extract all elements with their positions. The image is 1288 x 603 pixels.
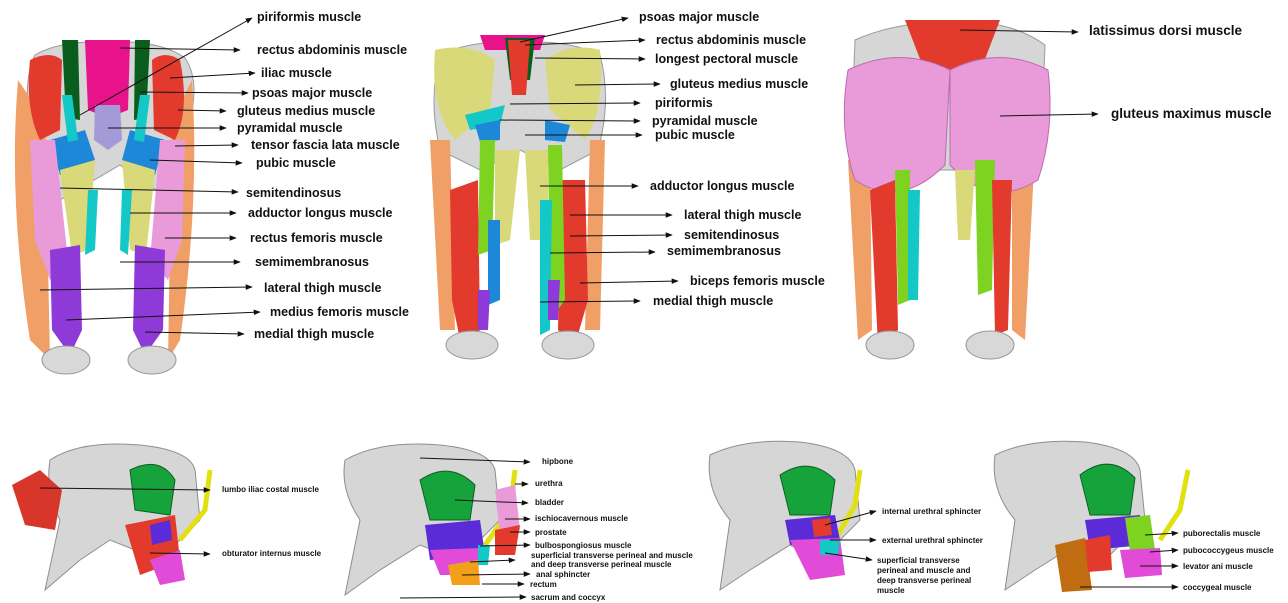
- label-latissimus-dorsi-muscle: latissimus dorsi muscle: [1089, 23, 1242, 38]
- red-7: [1085, 535, 1112, 572]
- label-biceps-femoris-muscle: biceps femoris muscle: [690, 274, 825, 288]
- label-pyramidal-muscle: pyramidal muscle: [237, 121, 343, 135]
- left-purple-muscle: [50, 245, 82, 355]
- panel6-illustration: [709, 441, 860, 590]
- label-piriformis-muscle: piriformis muscle: [257, 10, 361, 24]
- label-adductor-longus-muscle-2: adductor longus muscle: [650, 179, 794, 193]
- right-purple-2: [548, 280, 560, 320]
- label-medial-thigh-muscle-2: medial thigh muscle: [653, 294, 773, 308]
- label-rectus-abdominis-muscle: rectus abdominis muscle: [257, 43, 407, 57]
- label-iliac-muscle: iliac muscle: [261, 66, 332, 80]
- label-lateral-thigh-muscle-2: lateral thigh muscle: [684, 208, 801, 222]
- left-red-thigh-3: [870, 180, 898, 345]
- label-psoas-major-muscle: psoas major muscle: [252, 86, 372, 100]
- label-pubic-muscle: pubic muscle: [256, 156, 336, 170]
- label-gluteus-medius-muscle: gluteus medius muscle: [237, 104, 375, 118]
- label-rectus-femoris-muscle: rectus femoris muscle: [250, 231, 383, 245]
- label-puborectalis-muscle: puborectalis muscle: [1183, 529, 1260, 538]
- panel7-illustration: [994, 441, 1188, 592]
- left-cyan-3: [908, 190, 920, 300]
- label-superficial-transverse-perineal: superficial transverse perineal and musc…: [531, 551, 693, 560]
- label-anal-sphincter: anal sphincter: [536, 570, 590, 579]
- right-red-3: [992, 180, 1012, 335]
- label-semitendinosus: semitendinosus: [246, 186, 341, 200]
- label-urethra: urethra: [535, 479, 563, 488]
- left-knee: [42, 346, 90, 374]
- bladder-5: [420, 471, 475, 520]
- panel1-illustration: [15, 40, 194, 374]
- label-deep-transverse-perineal: and deep transverse perineal muscle: [531, 560, 672, 569]
- label-medius-femoris-muscle: medius femoris muscle: [270, 305, 409, 319]
- label-levator-ani-muscle: levator ani muscle: [1183, 562, 1253, 571]
- panel4-illustration: [12, 444, 210, 590]
- label-coccygeal-muscle: coccygeal muscle: [1183, 583, 1251, 592]
- red-6: [812, 518, 832, 537]
- label-sacrum-and-coccyx: sacrum and coccyx: [531, 593, 605, 602]
- label-bladder: bladder: [535, 498, 564, 507]
- label-gluteus-maximus-muscle: gluteus maximus muscle: [1111, 106, 1272, 121]
- label-internal-urethral-sphincter: internal urethral sphincter: [882, 507, 981, 516]
- label-external-urethral-sphincter: external urethral sphincter: [882, 536, 983, 545]
- label-hipbone: hipbone: [542, 457, 573, 466]
- label-ischiocavernous-muscle: ischiocavernous muscle: [535, 514, 628, 523]
- label-rectus-abdominis-muscle-2: rectus abdominis muscle: [656, 33, 806, 47]
- label-bulbospongiosus-muscle: bulbospongiosus muscle: [535, 541, 631, 550]
- panel5-illustration: [344, 444, 520, 595]
- right-knee-2: [542, 331, 594, 359]
- right-red-muscle: [152, 55, 184, 140]
- label-lumbo-iliac-costal-muscle: lumbo iliac costal muscle: [222, 485, 319, 494]
- label-obturator-internus-muscle: obturator internus muscle: [222, 549, 321, 558]
- label-pubococcygeus-muscle: pubococcygeus muscle: [1183, 546, 1274, 555]
- label-gluteus-medius-muscle-2: gluteus medius muscle: [670, 77, 808, 91]
- label-superficial-deep-transverse-perineal: superficial transverse perineal and musc…: [877, 556, 989, 596]
- label-pubic-muscle-2: pubic muscle: [655, 128, 735, 142]
- panel3-illustration: [844, 20, 1050, 359]
- label-psoas-major-muscle-2: psoas major muscle: [639, 10, 759, 24]
- label-semimembranosus: semimembranosus: [255, 255, 369, 269]
- label-pyramidal-muscle-2: pyramidal muscle: [652, 114, 758, 128]
- label-longest-pectoral-muscle: longest pectoral muscle: [655, 52, 798, 66]
- left-knee-3: [866, 331, 914, 359]
- label-piriformis: piriformis: [655, 96, 713, 110]
- right-knee: [128, 346, 176, 374]
- left-knee-2: [446, 331, 498, 359]
- left-green-3: [895, 170, 910, 305]
- label-semitendinosus-2: semitendinosus: [684, 228, 779, 242]
- label-adductor-longus-muscle: adductor longus muscle: [248, 206, 392, 220]
- left-purple-2: [478, 290, 490, 330]
- label-medial-thigh-muscle: medial thigh muscle: [254, 327, 374, 341]
- label-tensor-fascia-lata-muscle: tensor fascia lata muscle: [251, 138, 400, 152]
- right-yellow-3: [955, 170, 975, 240]
- label-prostate: prostate: [535, 528, 567, 537]
- prostate-5: [495, 525, 520, 555]
- cyan-6: [820, 540, 840, 555]
- panel2-illustration: [430, 35, 606, 359]
- label-semimembranosus-2: semimembranosus: [667, 244, 781, 258]
- magenta-7: [1120, 548, 1162, 578]
- right-knee-3: [966, 331, 1014, 359]
- bladder-7: [1080, 464, 1135, 515]
- bladder-6: [780, 466, 835, 515]
- label-rectum: rectum: [530, 580, 557, 589]
- right-green-3: [975, 160, 995, 295]
- label-lateral-thigh-muscle: lateral thigh muscle: [264, 281, 381, 295]
- green-7: [1125, 515, 1155, 552]
